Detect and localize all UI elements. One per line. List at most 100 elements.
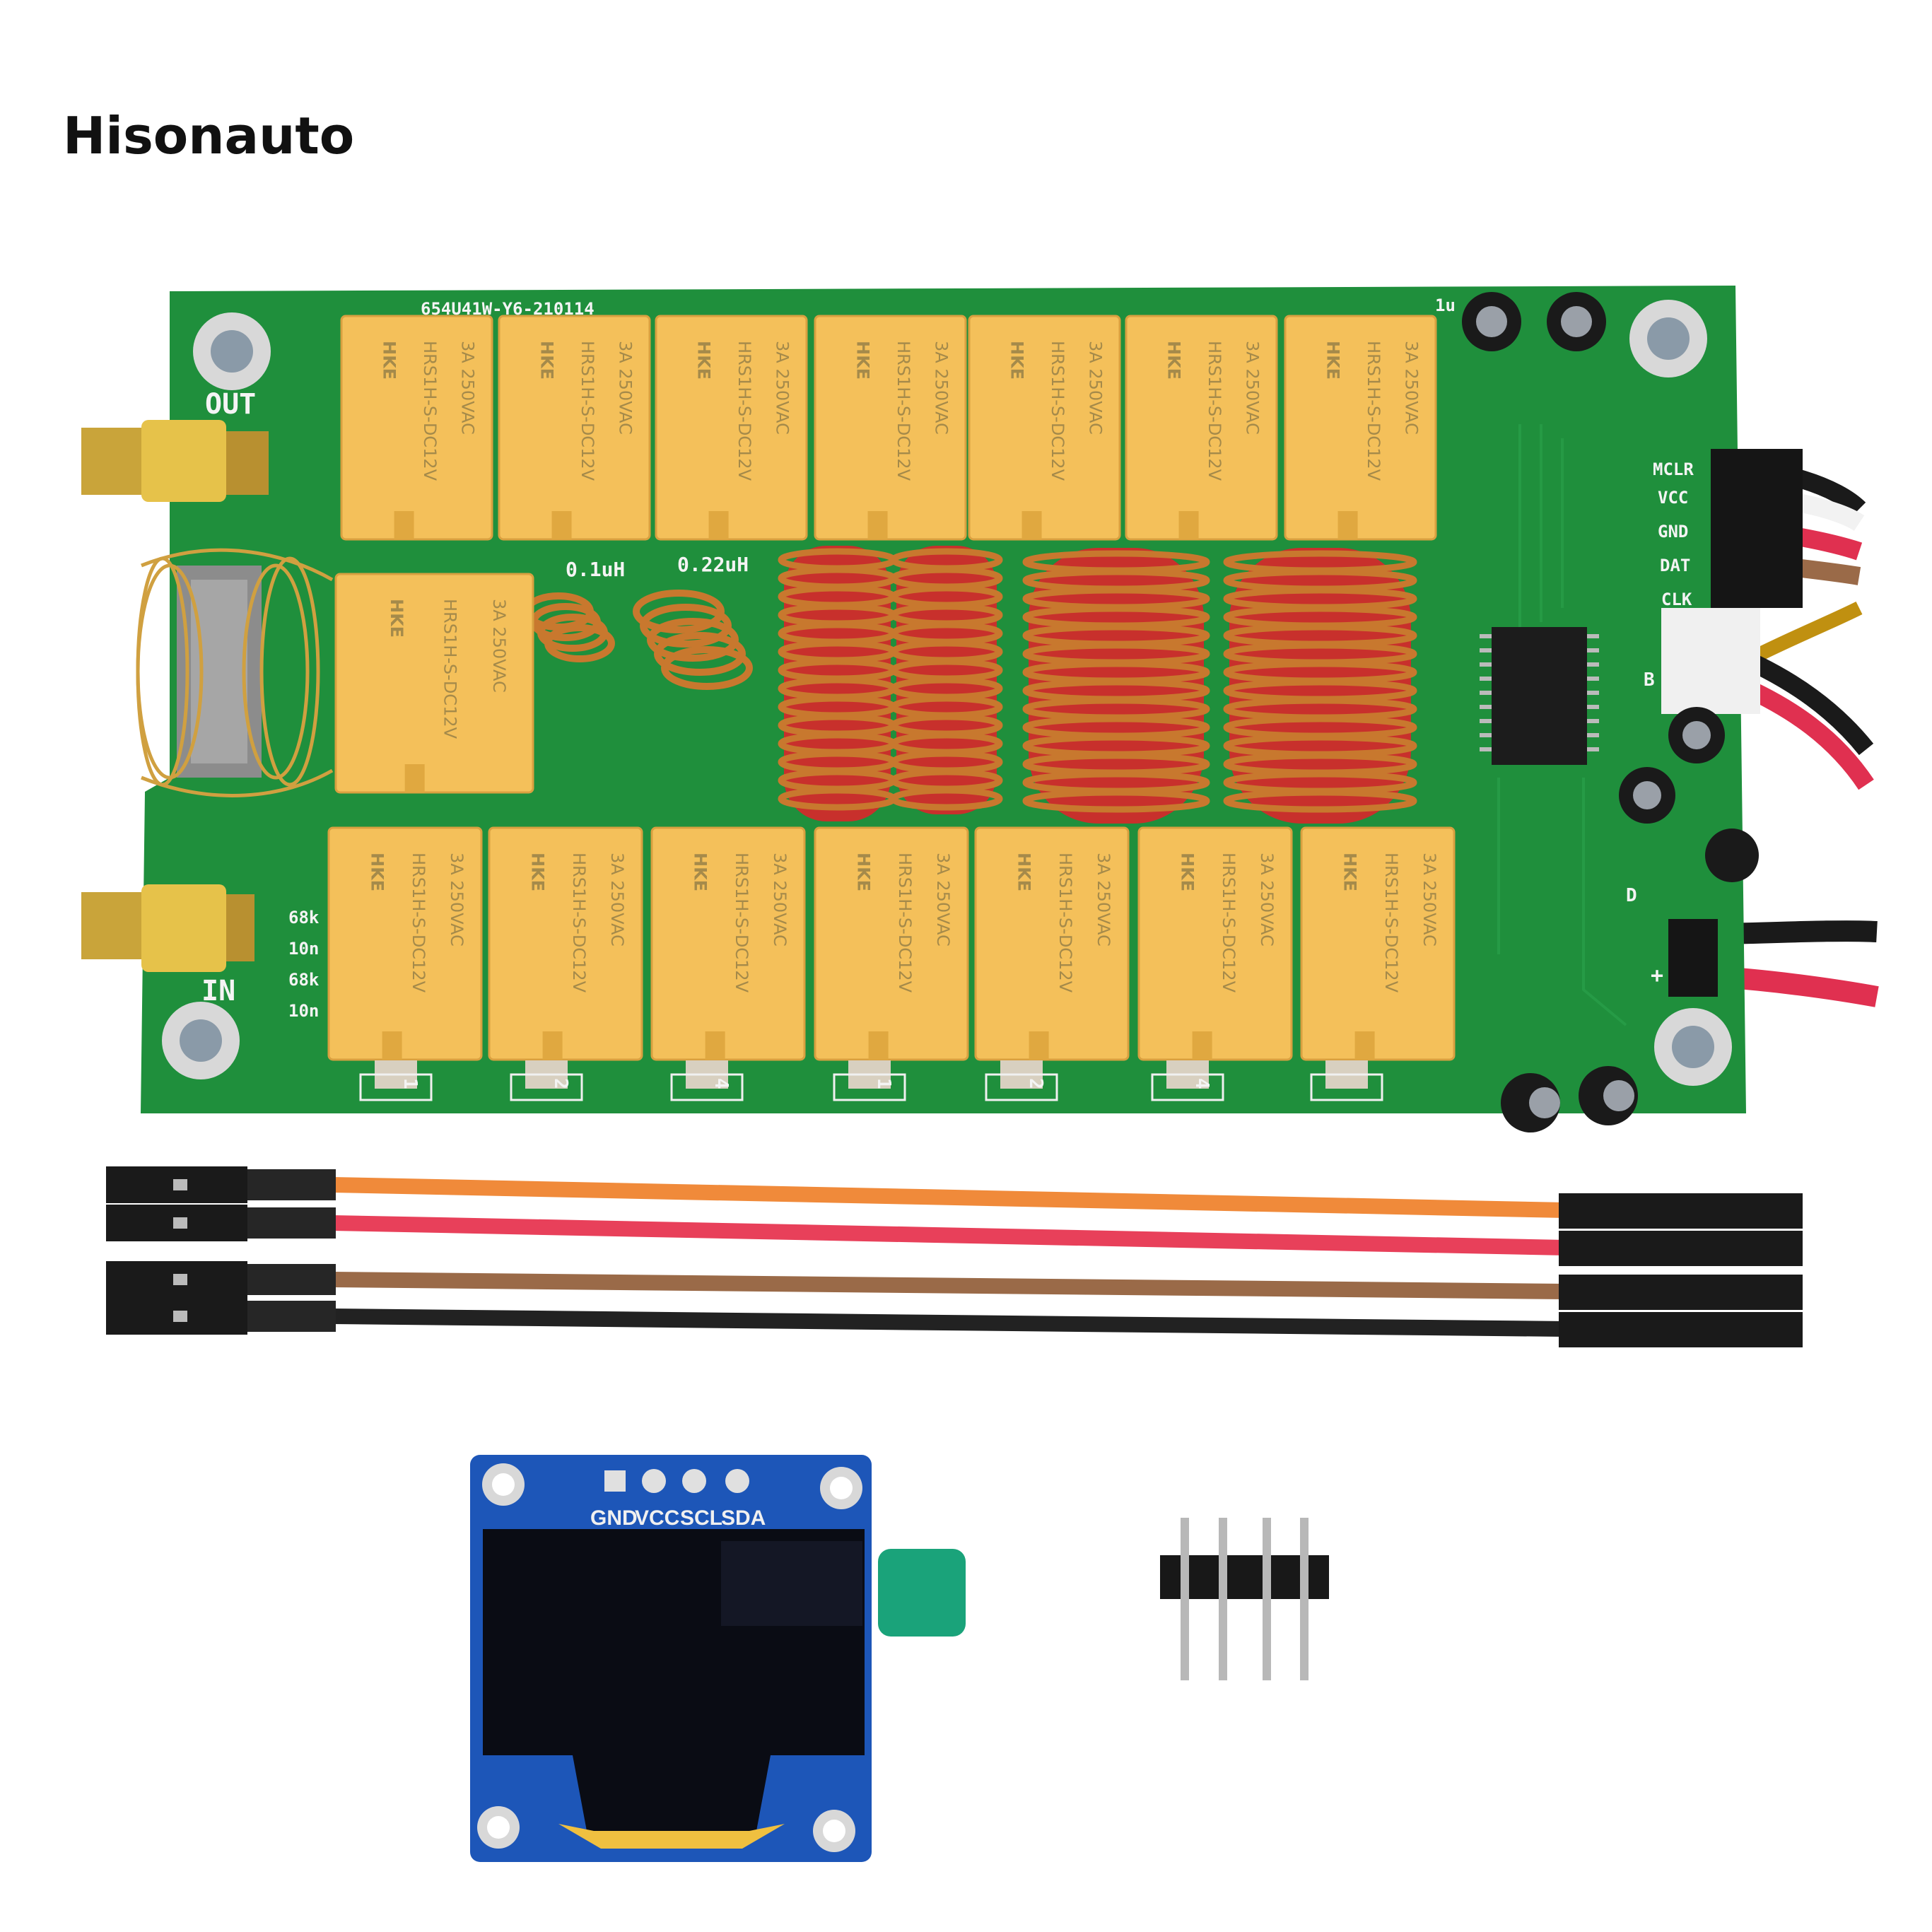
- relay-brand-text: HKE: [387, 599, 406, 638]
- resistor-label: 10n: [288, 939, 319, 959]
- inductor-label: 0.1uH: [566, 558, 625, 581]
- dupont-connector: [1559, 1312, 1803, 1347]
- relay-brand-text: HKE: [367, 853, 387, 891]
- power-label-b: B: [1644, 669, 1655, 691]
- programming-header: [1711, 449, 1803, 608]
- relay-rating-text: 3A 250VAC: [1401, 341, 1421, 435]
- balun-transformer: [136, 548, 334, 797]
- relay-brand-text: HKE: [853, 853, 873, 891]
- relay: HRS1H-S-DC12V 3A 250VAC HKE: [1137, 826, 1293, 1061]
- relay-model-text: HRS1H-S-DC12V: [578, 341, 597, 481]
- jumper-wire-set: [106, 1166, 1803, 1347]
- relay-model-text: HRS1H-S-DC12V: [569, 853, 589, 993]
- pin-label-vcc: VCC: [1658, 488, 1688, 508]
- relay-brand-text: HKE: [1007, 341, 1027, 380]
- relay-bank: HRS1H-S-DC12V 3A 250VAC HKE HRS1H-S-DC12V 3A…: [327, 315, 1456, 1061]
- in-label: IN: [201, 975, 235, 1007]
- relay-model-text: HRS1H-S-DC12V: [734, 341, 754, 481]
- toroid-inductor: [1022, 548, 1210, 824]
- relay: HRS1H-S-DC12V 3A 250VAC HKE: [655, 315, 808, 541]
- bit-label: 2: [1025, 1078, 1046, 1089]
- relay-model-text: HRS1H-S-DC12V: [420, 341, 440, 481]
- oled-display-module: GND VCC SCL SDA: [470, 1455, 966, 1862]
- oled-pin-label-gnd: GND: [590, 1506, 638, 1530]
- electrolytic-capacitors: [1462, 292, 1759, 1132]
- relay-rating-text: 3A 250VAC: [1085, 341, 1105, 435]
- bit-label: 2: [550, 1078, 571, 1089]
- bit-label: 4: [1191, 1078, 1212, 1089]
- relay-model-text: HRS1H-S-DC12V: [440, 599, 459, 739]
- oled-pin-label-scl: SCL: [680, 1506, 722, 1530]
- inductor-label: 0.22uH: [677, 553, 749, 576]
- power-label-plus: +: [1651, 964, 1663, 988]
- power-connector: [1661, 608, 1760, 714]
- resistor-label: 68k: [288, 908, 320, 927]
- protective-film-tab: [878, 1549, 966, 1637]
- bit-labels: 1 2 4 1 2 4: [359, 1060, 1383, 1101]
- relay-rating-text: 3A 250VAC: [772, 341, 792, 435]
- relay-model-text: HRS1H-S-DC12V: [409, 853, 428, 993]
- bit-label: 1: [399, 1078, 421, 1089]
- power-terminal: [1668, 919, 1718, 997]
- power-label-d: D: [1626, 885, 1637, 906]
- pin-label-gnd: GND: [1658, 522, 1688, 541]
- oled-pin-label-sda: SDA: [721, 1506, 766, 1530]
- jumper-wire: [106, 1261, 1803, 1310]
- silk-box: [359, 1073, 433, 1101]
- relay-model-text: HRS1H-S-DC12V: [895, 853, 915, 993]
- microcontroller-chip: [1480, 627, 1599, 765]
- bit-label: 1: [873, 1078, 894, 1089]
- bit-label: 4: [710, 1078, 732, 1089]
- out-label: OUT: [205, 388, 256, 421]
- toroid-inductor: [1223, 548, 1417, 824]
- pin-label-clk: CLK: [1661, 590, 1692, 609]
- jumper-wire: [106, 1166, 1803, 1229]
- header-pin: [1181, 1518, 1189, 1680]
- pin-header: [1160, 1518, 1329, 1680]
- silk-box: [510, 1073, 583, 1101]
- relay-model-text: HRS1H-S-DC12V: [732, 853, 751, 993]
- relay-brand-text: HKE: [853, 341, 873, 380]
- oled-pin-pad: [682, 1469, 706, 1493]
- flex-cable: [558, 1824, 785, 1849]
- relay-brand-text: HKE: [694, 341, 714, 380]
- relay-rating-text: 3A 250VAC: [607, 853, 627, 947]
- oled-pin-label-vcc: VCC: [635, 1506, 679, 1530]
- relay-brand-text: HKE: [1177, 853, 1197, 891]
- relay-rating-text: 3A 250VAC: [933, 853, 953, 947]
- relay-model-text: HRS1H-S-DC12V: [1381, 853, 1401, 993]
- pin-label-mclr: MCLR: [1653, 459, 1694, 479]
- oled-pin-pad: [604, 1470, 626, 1492]
- relay-model-text: HRS1H-S-DC12V: [1205, 341, 1224, 481]
- relay-brand-text: HKE: [690, 853, 710, 891]
- relay-brand-text: HKE: [1014, 853, 1034, 891]
- oled-pin-pad: [725, 1469, 749, 1493]
- relay-rating-text: 3A 250VAC: [1419, 853, 1439, 947]
- toroid-inductors: [778, 546, 1417, 824]
- header-pin: [1219, 1518, 1227, 1680]
- relay-rating-text: 3A 250VAC: [1257, 853, 1277, 947]
- sma-connector-out: [81, 420, 269, 502]
- air-coil-0-22uh: [633, 590, 753, 690]
- relay-brand-text: HKE: [380, 341, 399, 380]
- silk-box: [985, 1073, 1058, 1101]
- relay-rating-text: 3A 250VAC: [1242, 341, 1262, 435]
- relay-model-text: HRS1H-S-DC12V: [1219, 853, 1239, 993]
- silk-box: [833, 1073, 906, 1101]
- silk-box: [1310, 1073, 1383, 1101]
- relay-brand-text: HKE: [537, 341, 557, 380]
- dupont-connector: [1559, 1193, 1803, 1229]
- relay-rating-text: 3A 250VAC: [457, 341, 477, 435]
- dupont-connector: [1559, 1275, 1803, 1310]
- relay: HRS1H-S-DC12V 3A 250VAC HKE: [814, 826, 969, 1061]
